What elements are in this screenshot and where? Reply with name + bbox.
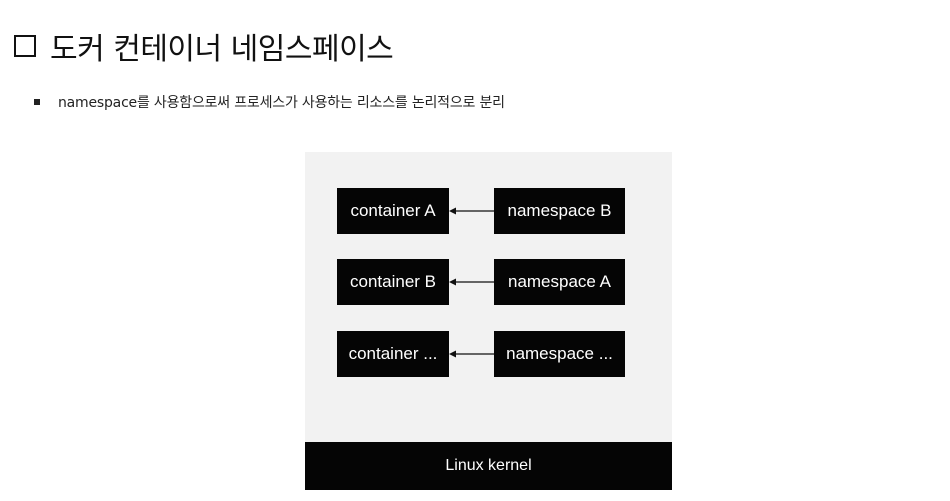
square-icon [14,35,36,57]
bullet-text: namespace를 사용함으로써 프로세스가 사용하는 리소스를 논리적으로 … [58,95,505,111]
linux-kernel-box: Linux kernel [305,442,672,490]
arrow-left-icon [449,207,494,215]
container-box-3: container ... [337,331,449,377]
container-box-2: container B [337,259,449,305]
namespace-box-3: namespace ... [494,331,625,377]
arrow-left-icon [449,278,494,286]
namespace-box-2: namespace A [494,259,625,305]
bullet-item: namespace를 사용함으로써 프로세스가 사용하는 리소스를 논리적으로 … [34,90,505,114]
bullet-icon [34,99,40,105]
page-title-text: 도커 컨테이너 네임스페이스 [50,32,394,67]
page-title: 도커 컨테이너 네임스페이스 [14,24,394,68]
container-box-1: container A [337,188,449,234]
namespace-box-1: namespace B [494,188,625,234]
arrow-left-icon [449,350,494,358]
